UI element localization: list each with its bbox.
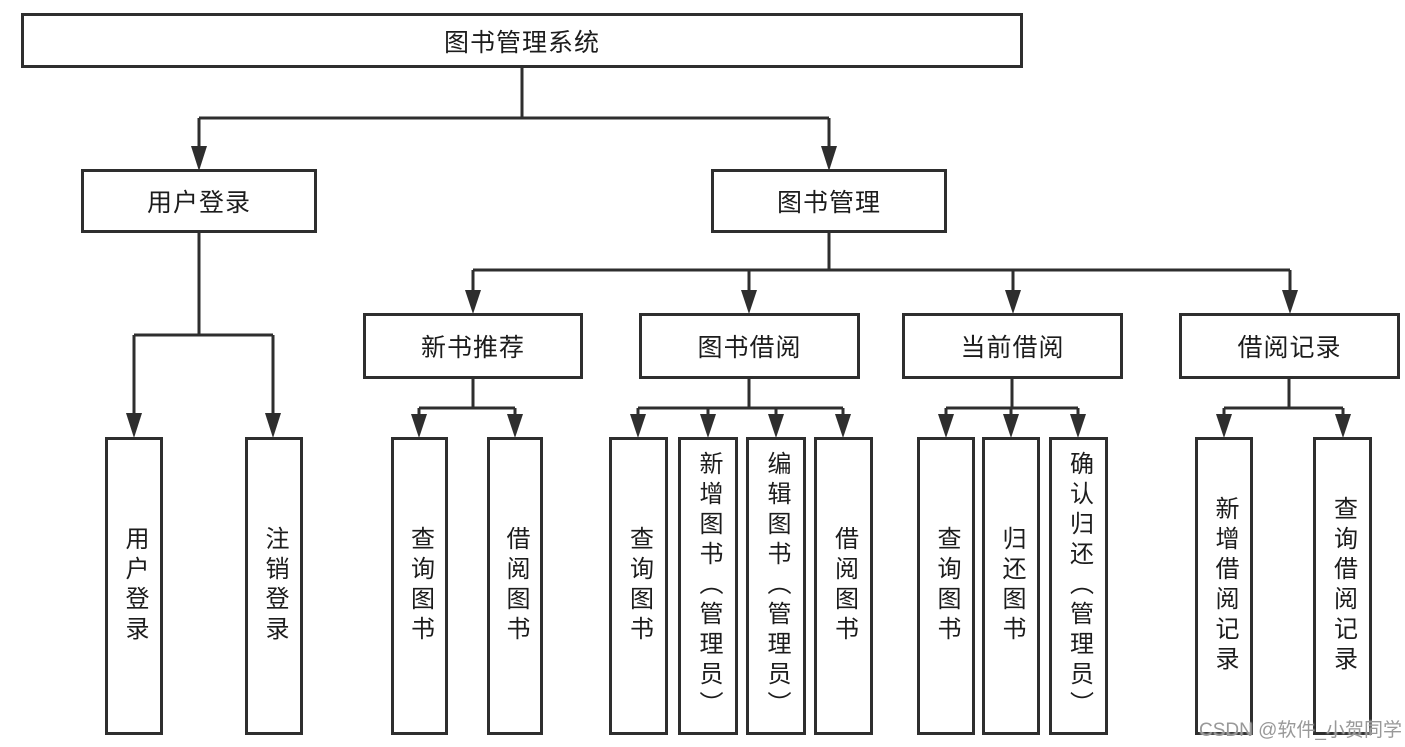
node-borrow-record: 借阅记录 <box>1179 313 1400 379</box>
arrowhead-icon <box>126 413 142 438</box>
node-label: 新书推荐 <box>420 334 525 362</box>
arrowheads <box>126 146 1351 438</box>
arrowhead-icon <box>191 146 207 171</box>
node-label: 用户登录 <box>121 526 148 646</box>
connector-new-book-branch <box>417 379 517 420</box>
leaf-query-book: 查询图书 <box>609 437 668 735</box>
arrowhead-icon <box>1003 414 1019 438</box>
leaf-edit-book-admin: 编辑图书（管理员） <box>746 437 806 735</box>
node-label: 查询图书 <box>625 526 653 646</box>
arrowhead-icon <box>938 414 954 438</box>
node-root: 图书管理系统 <box>21 13 1023 68</box>
node-label: 图书管理 <box>776 189 881 217</box>
connector-book-borrow-branch <box>636 379 845 420</box>
leaf-add-book-admin: 新增图书（管理员） <box>678 437 738 735</box>
arrowhead-icon <box>741 290 757 314</box>
leaf-query-book: 查询图书 <box>917 437 975 735</box>
node-label: 查询图书 <box>406 526 434 646</box>
leaf-logout: 注销登录 <box>245 437 303 735</box>
node-label: 借阅记录 <box>1237 334 1342 362</box>
arrowhead-icon <box>465 290 481 314</box>
arrowhead-icon <box>1282 290 1298 314</box>
node-label: 新增图书（管理员） <box>695 451 722 721</box>
connector-book-mgmt-branch <box>471 233 1292 295</box>
arrowhead-icon <box>630 414 646 438</box>
leaf-query-borrow-record: 查询借阅记录 <box>1313 437 1372 735</box>
arrowhead-icon <box>507 414 523 438</box>
connector-current-borrow-branch <box>944 379 1080 420</box>
leaf-user-login: 用户登录 <box>105 437 163 735</box>
node-book-borrow: 图书借阅 <box>639 313 860 379</box>
node-current-borrow: 当前借阅 <box>902 313 1123 379</box>
leaf-return-book: 归还图书 <box>982 437 1040 735</box>
watermark: CSDN @软件_小贺同学 <box>1199 720 1402 741</box>
node-label: 借阅图书 <box>830 526 858 646</box>
node-label: 图书管理系统 <box>443 28 600 57</box>
arrowhead-icon <box>411 414 427 438</box>
arrowhead-icon <box>1070 414 1086 438</box>
node-label: 查询借阅记录 <box>1329 496 1357 676</box>
node-label: 编辑图书（管理员） <box>763 451 790 721</box>
leaf-confirm-return-admin: 确认归还（管理员） <box>1049 437 1108 735</box>
node-label: 借阅图书 <box>502 526 529 646</box>
node-label: 注销登录 <box>261 526 288 646</box>
node-label: 当前借阅 <box>960 334 1065 362</box>
leaf-query-book: 查询图书 <box>391 437 448 735</box>
connector-root-to-level2 <box>197 68 831 152</box>
connector-user-login-branch <box>132 233 275 418</box>
leaf-add-borrow-record: 新增借阅记录 <box>1195 437 1253 735</box>
node-new-book-recommend: 新书推荐 <box>363 313 583 379</box>
node-book-management: 图书管理 <box>711 169 947 233</box>
node-label: 用户登录 <box>146 189 251 217</box>
arrowhead-icon <box>1335 414 1351 438</box>
node-label: 确认归还（管理员） <box>1065 451 1093 721</box>
arrowhead-icon <box>821 146 837 171</box>
node-user-login: 用户登录 <box>81 169 317 233</box>
arrowhead-icon <box>265 413 281 438</box>
leaf-borrow-book: 借阅图书 <box>487 437 543 735</box>
arrowhead-icon <box>1005 290 1021 314</box>
node-label: 查询图书 <box>933 526 960 646</box>
connector-borrow-record-branch <box>1222 379 1345 420</box>
node-label: 归还图书 <box>998 526 1025 646</box>
node-label: 新增借阅记录 <box>1211 496 1238 676</box>
arrowhead-icon <box>768 414 784 438</box>
arrowhead-icon <box>1216 414 1232 438</box>
connector-lines <box>132 68 1345 420</box>
arrowhead-icon <box>835 414 851 438</box>
arrowhead-icon <box>700 414 716 438</box>
leaf-borrow-book: 借阅图书 <box>814 437 873 735</box>
node-label: 图书借阅 <box>697 334 802 362</box>
